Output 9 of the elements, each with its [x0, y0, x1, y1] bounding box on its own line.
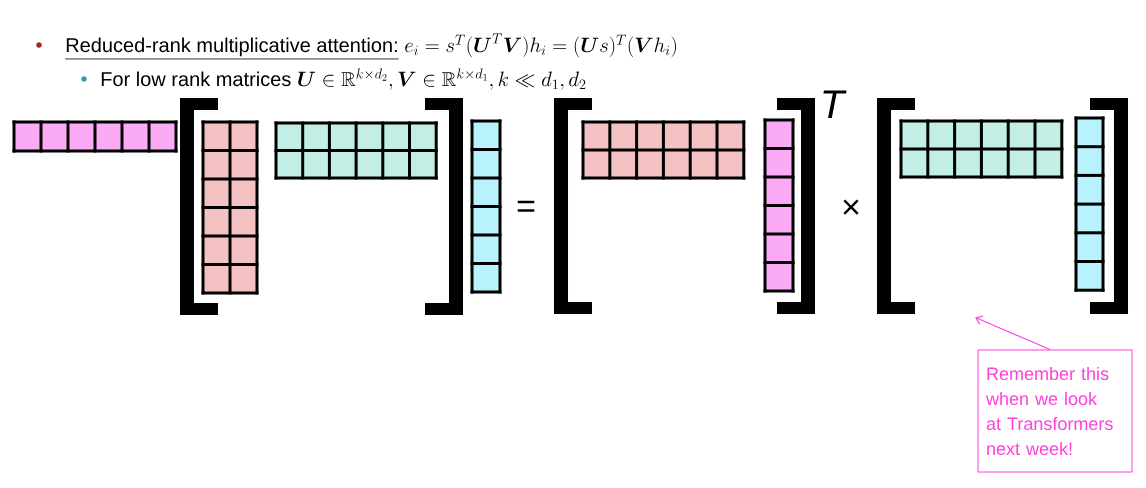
formula: $e_i = s^T(\boldsymbol{U}^T\boldsymbol{V})h_i = (\boldsymbol{U}s)^T(\boldsymbol{V}h_i)$ [405, 33, 676, 58]
leader-line [975, 315, 1051, 351]
formula: $\boldsymbol{U} \in \mathbb{R}^{k\times d_2}, \boldsymbol{V} \in \mathbb{R}^{k\times d_1}, k \ll d_1, d_2$ [298, 68, 586, 90]
callout-box: Remember this when we look at Transformers next week! [977, 349, 1133, 473]
superscript-symbol: T [823, 90, 847, 118]
heading-text: Reduced-rank multiplicative attention: [64, 37, 400, 60]
operator-symbol: = [517, 200, 535, 212]
matrix-drawing [877, 98, 1128, 314]
body-text: For low rank matrices [101, 71, 291, 87]
